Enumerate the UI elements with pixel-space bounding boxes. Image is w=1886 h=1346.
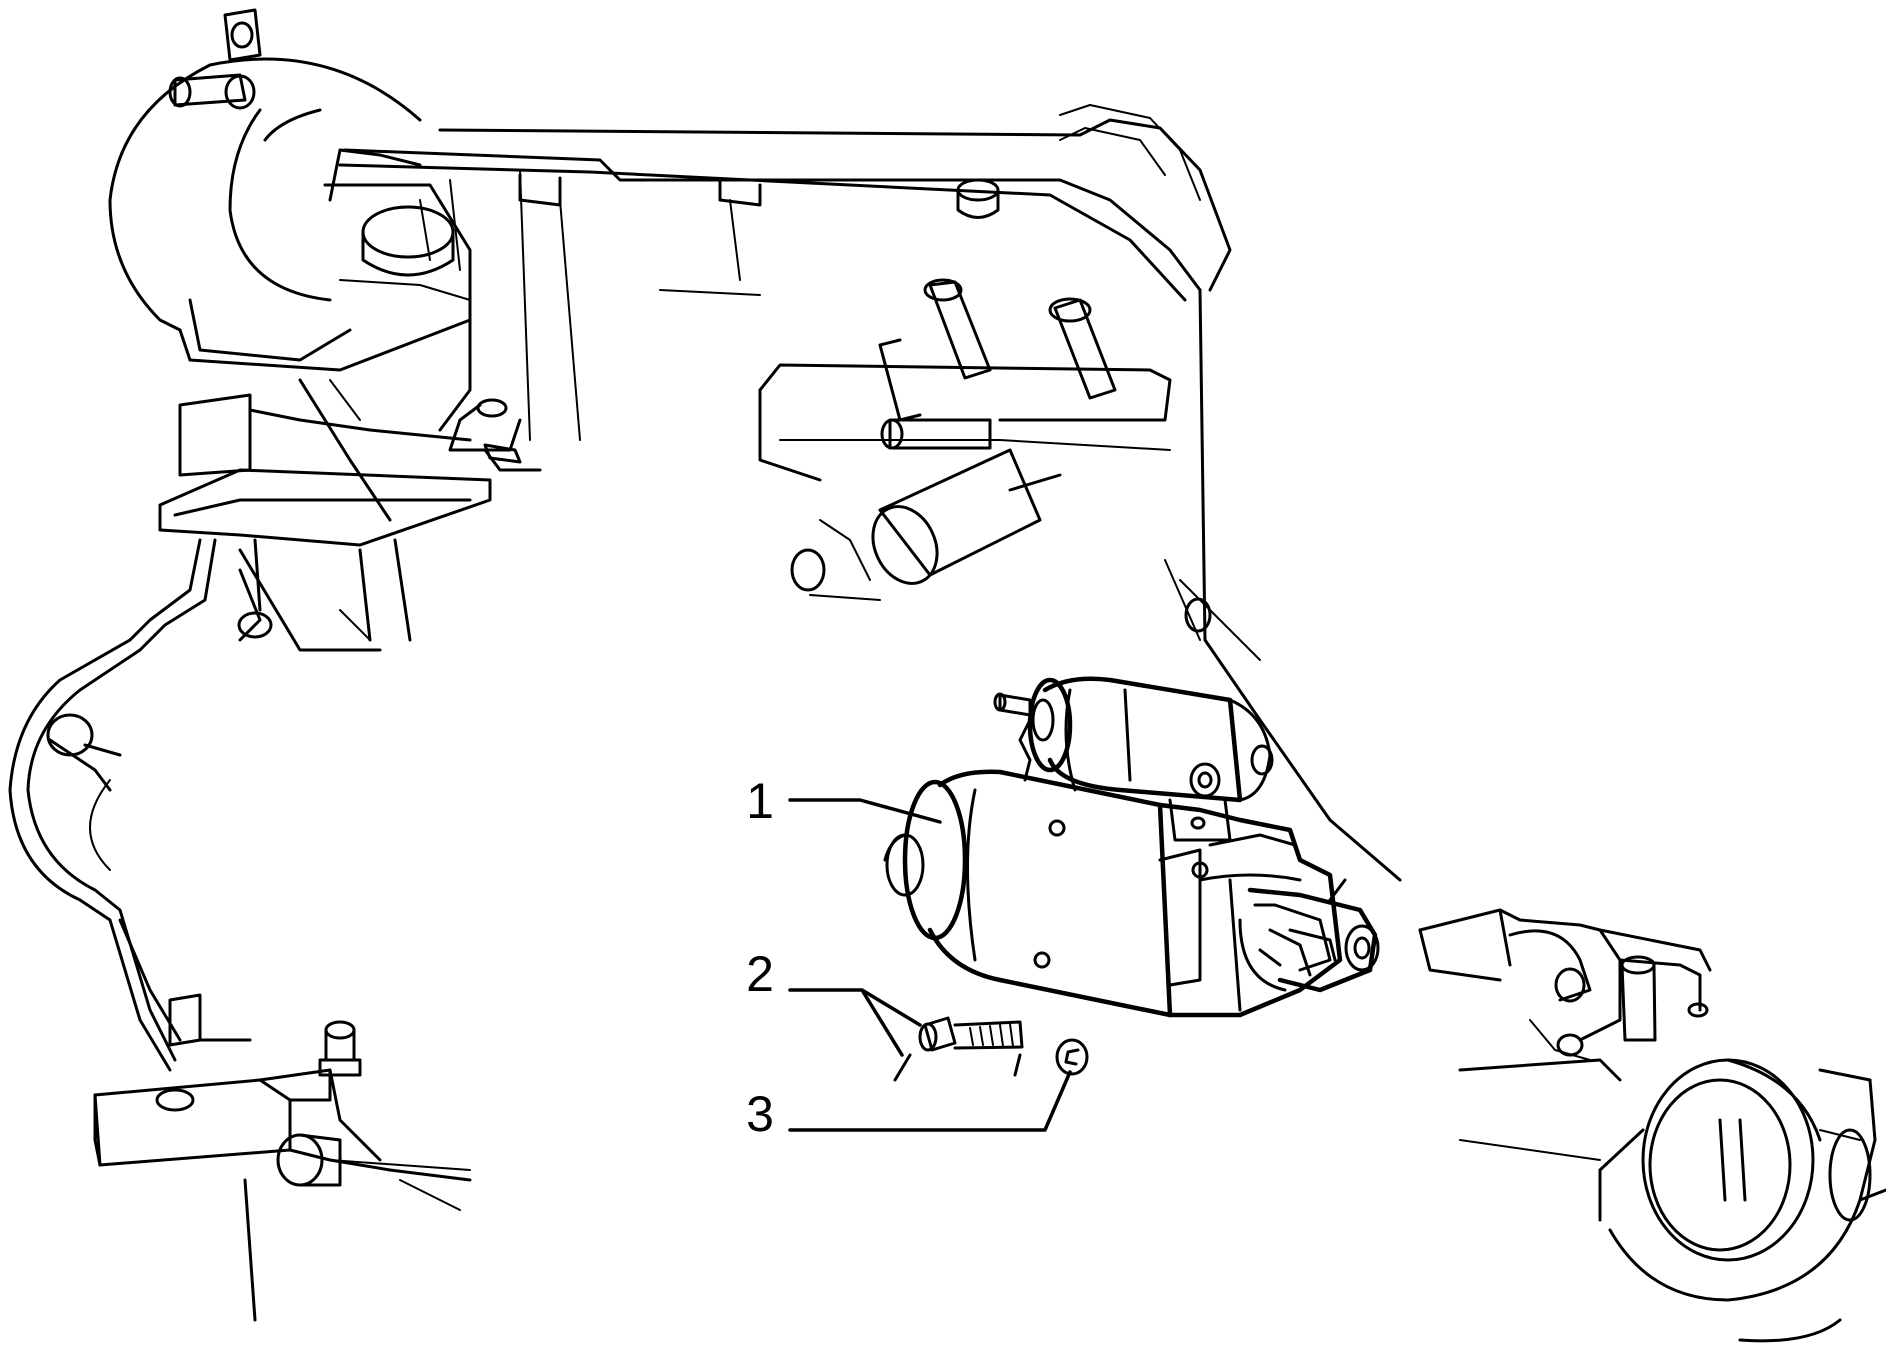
callout-3: 3	[746, 1086, 774, 1142]
leader-line-2	[788, 988, 922, 1057]
leader-line-3	[788, 1070, 1072, 1132]
bolt-drawing	[893, 1016, 1024, 1082]
engine-block-drawing	[8, 8, 1886, 1343]
callout-1: 1	[746, 773, 774, 829]
callout-2: 2	[746, 946, 774, 1002]
nut-drawing	[1055, 1038, 1089, 1076]
starter-motor-drawing	[883, 676, 1380, 1018]
leader-line-1	[788, 798, 942, 824]
leader-lines	[788, 798, 1072, 1132]
